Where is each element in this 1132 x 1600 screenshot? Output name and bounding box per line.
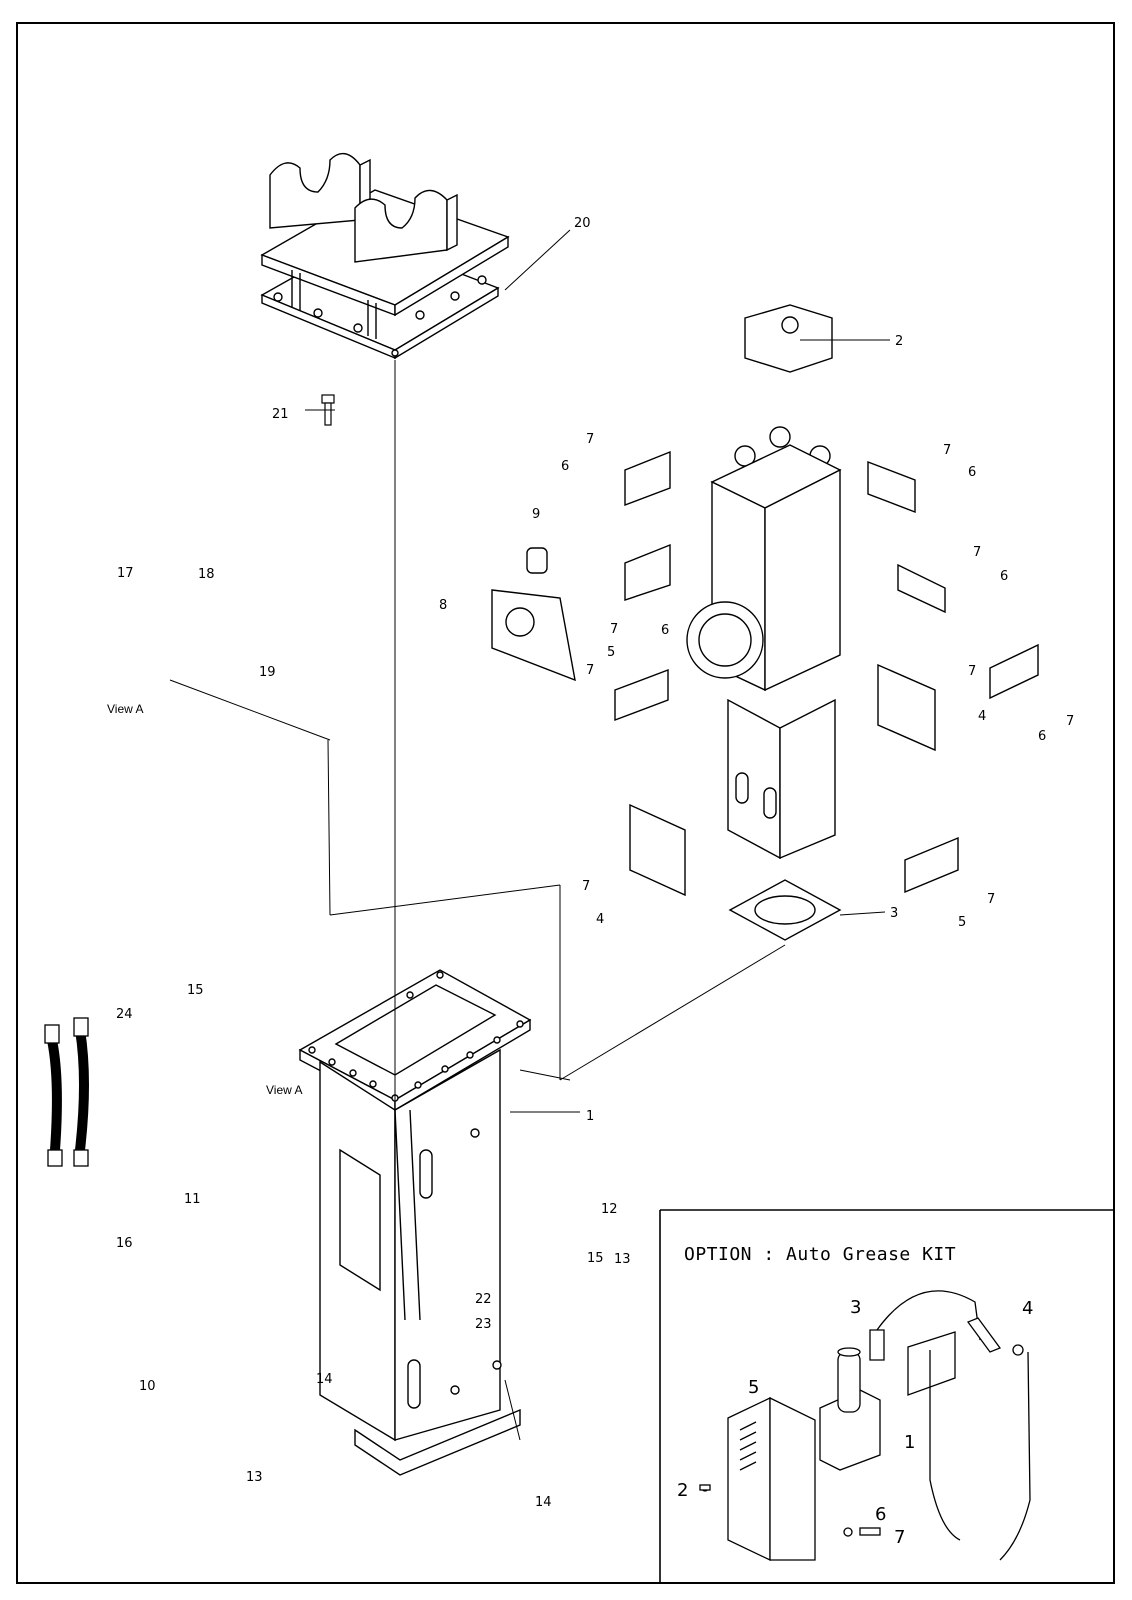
part-label-23: 23	[475, 1317, 492, 1332]
part-label-7-h: 7	[582, 879, 590, 894]
part-label-11: 11	[184, 1192, 201, 1207]
part-label-7-f: 7	[968, 664, 976, 679]
part-label-13-right: 13	[614, 1252, 631, 1267]
part-label-18: 18	[198, 567, 215, 582]
part-label-7-g: 7	[1066, 714, 1074, 729]
part-label-7-c: 7	[610, 622, 618, 637]
bracket-assembly	[260, 152, 510, 360]
part-label-24: 24	[116, 1007, 133, 1022]
option-part-label-6: 6	[875, 1504, 886, 1525]
part-label-5-lower: 5	[958, 915, 966, 930]
part-label-4-upper: 4	[978, 709, 986, 724]
part-label-22: 22	[475, 1292, 492, 1307]
part-label-7-d: 7	[973, 545, 981, 560]
drawing-border	[16, 22, 1115, 1584]
bushing-9	[526, 547, 548, 574]
part-label-7-i: 7	[987, 892, 995, 907]
part-label-13-left: 13	[246, 1470, 263, 1485]
part-number-labels: 1 2 3 4 4 5 5 6 6 6 6 6 7 7 7 7 7 7 7 7 …	[107, 216, 1074, 1510]
part-label-17: 17	[117, 566, 134, 581]
option-title: OPTION : Auto Grease KIT	[684, 1244, 957, 1265]
view-a-label-detail: View A	[107, 702, 143, 716]
plate-4-upper	[877, 663, 936, 752]
option-part-label-5: 5	[748, 1377, 759, 1398]
part-label-14-lower: 14	[535, 1495, 552, 1510]
plate-6-far-right	[989, 643, 1039, 700]
core-assembly	[686, 304, 842, 941]
option-part-label-4: 4	[1022, 1298, 1033, 1319]
main-body	[298, 969, 532, 1476]
plate-6-mid-right	[897, 563, 946, 614]
part-label-20: 20	[574, 216, 591, 231]
option-inset-frame	[659, 1209, 1114, 1583]
part-label-14-upper: 14	[316, 1372, 333, 1387]
option-part-label-2: 2	[677, 1480, 688, 1501]
part-label-2: 2	[895, 334, 903, 349]
part-label-3: 3	[890, 906, 898, 921]
plate-6-upper-right	[867, 460, 916, 514]
wear-pad-8	[491, 589, 576, 682]
part-label-4-lower: 4	[596, 912, 604, 927]
part-label-7-a: 7	[586, 432, 594, 447]
part-label-6-a: 6	[561, 459, 569, 474]
part-label-5-upper: 5	[607, 645, 615, 660]
part-label-7-b: 7	[943, 443, 951, 458]
view-a-label-body: View A	[266, 1083, 302, 1097]
part-label-7-e: 7	[586, 663, 594, 678]
leader-lines	[169, 229, 890, 1441]
part-label-6-d: 6	[1000, 569, 1008, 584]
part-label-1: 1	[586, 1109, 594, 1124]
part-label-6-e: 6	[1038, 729, 1046, 744]
plate-6-upper-left	[624, 450, 671, 507]
part-label-16: 16	[116, 1236, 133, 1251]
option-part-labels: 1 2 3 4 5 6 7	[677, 1297, 1033, 1548]
hoses-24	[44, 1017, 89, 1167]
auto-grease-kit-drawing	[699, 1290, 1031, 1562]
part-label-8: 8	[439, 598, 447, 613]
part-label-19: 19	[259, 665, 276, 680]
part-label-21: 21	[272, 407, 289, 422]
bolt-21	[321, 394, 335, 426]
part-label-10: 10	[139, 1379, 156, 1394]
part-label-6-b: 6	[968, 465, 976, 480]
plate-5-right	[904, 836, 959, 894]
plate-5-left	[614, 668, 669, 722]
plate-6-mid-left	[624, 543, 671, 601]
part-label-15-upper: 15	[187, 983, 204, 998]
option-part-label-1: 1	[904, 1432, 915, 1453]
part-label-15-lower: 15	[587, 1251, 604, 1266]
part-label-12: 12	[601, 1202, 618, 1217]
plate-4-lower	[629, 803, 686, 897]
part-label-6-c: 6	[661, 623, 669, 638]
side-plates	[491, 450, 1039, 897]
part-label-9: 9	[532, 507, 540, 522]
option-part-label-7: 7	[894, 1527, 905, 1548]
option-part-label-3: 3	[850, 1297, 861, 1318]
